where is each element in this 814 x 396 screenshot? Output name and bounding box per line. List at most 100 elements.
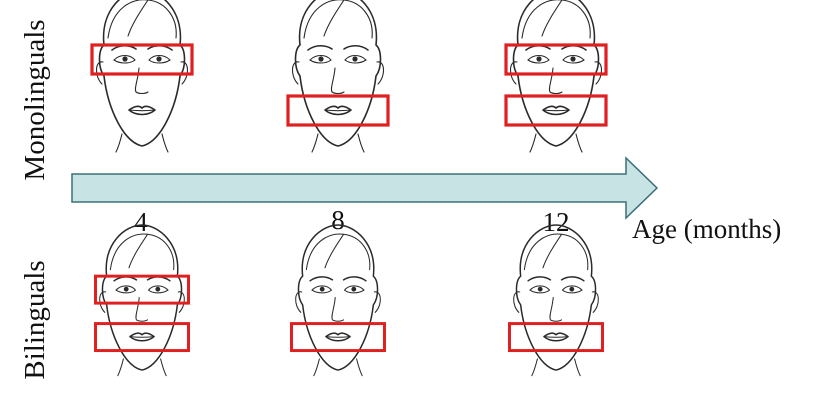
hairline [305,233,371,271]
aoi-mouth-box [286,94,390,127]
right-brow [343,44,369,51]
age-arrow [71,156,659,220]
right-pupil [569,286,575,292]
left-eye [529,285,551,294]
left-ear [295,291,303,313]
aoi-mouth-box [290,322,386,353]
neck-right [357,133,365,153]
face-outline [294,0,382,147]
right-eye [561,285,583,294]
left-pupil [122,56,128,62]
face-bilinguals-4 [94,224,190,377]
left-eye [527,54,550,64]
hairline-part [323,0,345,37]
neck-left [313,358,320,377]
mouth [129,332,155,342]
right-ear [180,61,189,85]
left-pupil [536,56,542,62]
right-ear [594,61,603,85]
face-monolinguals-4 [90,0,194,153]
lip-line [542,109,570,112]
right-pupil [155,286,161,292]
hairline-part [128,233,149,269]
right-eye [148,54,171,64]
right-ear [373,291,381,313]
hairline [521,0,591,39]
hairline [107,0,177,39]
face-outline [512,0,600,147]
left-eye [311,285,333,294]
left-eye [113,54,136,64]
left-ear [95,61,104,85]
left-ear [99,291,107,313]
lip-line [324,109,352,112]
right-eye [562,54,585,64]
left-ear [291,61,300,85]
neck-left [117,358,124,377]
mouth [325,332,351,342]
lip-line [543,336,569,338]
hairline [303,0,373,39]
hairline [523,233,589,271]
neck-right [161,133,169,153]
left-pupil [319,286,325,292]
right-eye [147,285,169,294]
right-eye [343,285,365,294]
right-ear [177,291,185,313]
neck-right [160,358,167,377]
right-eye [344,54,367,64]
mouth [542,105,570,116]
face-outline [101,224,183,371]
hairline-part [541,0,563,37]
left-pupil [123,286,129,292]
aoi-eyes-box [94,274,190,305]
aoi-eyes-box [504,43,608,76]
right-ear [591,291,599,313]
left-pupil [537,286,543,292]
face-monolinguals-8 [286,0,390,153]
right-pupil [351,286,357,292]
right-pupil [156,56,162,62]
left-ear [509,61,518,85]
face-outline [297,224,379,371]
mouth [543,332,569,342]
neck-right [574,358,581,377]
age-label-8: 8 [331,205,345,235]
left-brow [309,276,334,282]
face-bilinguals-8 [290,224,386,377]
hairline-part [127,0,149,37]
right-pupil [570,56,576,62]
faces-grid [90,0,608,377]
lip-line [128,109,156,112]
nose [134,67,149,95]
mouth [324,105,352,116]
face-outline [515,224,597,371]
aoi-eyes-box [90,43,194,76]
right-pupil [352,56,358,62]
age-label-4: 4 [134,207,148,237]
axis-title: Age (months) [632,214,781,244]
face-outline [98,0,186,147]
right-brow [342,276,367,282]
mouth [128,105,156,116]
left-brow [307,44,333,51]
aoi-mouth-box [94,322,190,353]
face-monolinguals-12 [504,0,608,153]
nose [548,67,563,95]
nose [135,297,149,322]
nose [330,67,345,95]
hairline-part [324,233,345,269]
lip-line [129,336,155,338]
neck-left [529,133,537,153]
nose [331,297,345,322]
left-pupil [318,56,324,62]
right-ear [376,61,385,85]
face-bilinguals-12 [508,224,604,377]
neck-left [115,133,123,153]
age-label-12: 12 [543,207,570,237]
hairline-part [542,233,563,269]
aoi-mouth-box [504,94,608,127]
nose [549,297,563,322]
row-label-bilinguals: Bilinguals [19,260,51,379]
